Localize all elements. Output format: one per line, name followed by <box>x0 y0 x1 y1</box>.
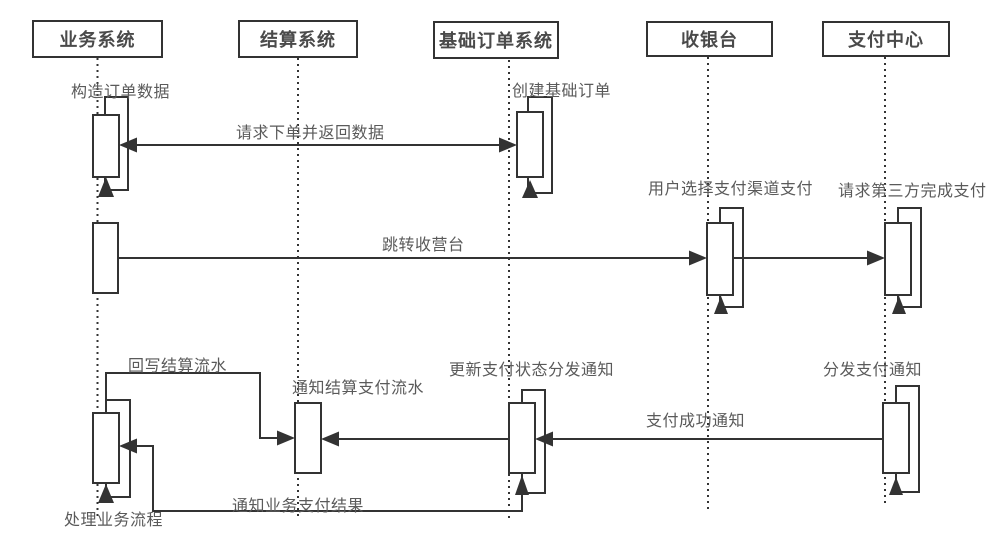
arrow-jump-cashier-head <box>689 250 707 266</box>
arrow-request-order-head-right <box>499 137 517 153</box>
arrow-to-payment-center-head <box>867 250 885 266</box>
return-arrow-request-third <box>892 296 906 314</box>
actor-box-base-order-system: 基础订单系统 <box>433 21 559 59</box>
activation-cashier <box>706 222 734 296</box>
arrow-notify-business-line <box>135 445 523 512</box>
activation-base-order-1 <box>516 111 544 178</box>
label-notify-settlement: 通知结算支付流水 <box>292 380 425 397</box>
label-writeback-settlement: 回写结算流水 <box>128 358 228 375</box>
actor-box-settlement-system: 结算系统 <box>238 20 358 58</box>
label-dispatch-notice: 分发支付通知 <box>823 362 923 379</box>
activation-business-3 <box>92 412 120 484</box>
arrow-notify-settlement-head <box>321 431 339 447</box>
message-arrows <box>105 137 885 512</box>
self-return-arrows <box>98 177 906 503</box>
label-update-status: 更新支付状态分发通知 <box>449 362 615 379</box>
lifelines <box>96 57 886 518</box>
label-request-third-party: 请求第三方完成支付 <box>838 183 987 200</box>
activation-payment-2 <box>882 402 910 474</box>
return-arrow-create-base-order <box>522 180 538 198</box>
actor-box-payment-center: 支付中心 <box>822 21 950 57</box>
label-handle-business: 处理业务流程 <box>64 512 164 529</box>
activation-business-2 <box>92 222 119 294</box>
actor-box-business-system: 业务系统 <box>32 20 163 58</box>
return-arrow-user-select <box>714 296 728 314</box>
label-construct-order: 构造订单数据 <box>71 84 171 101</box>
label-create-base-order: 创建基础订单 <box>512 83 612 100</box>
arrow-request-order-head-left <box>119 137 137 153</box>
label-jump-cashier: 跳转收营台 <box>382 237 465 254</box>
label-payment-success: 支付成功通知 <box>646 413 746 430</box>
label-notify-business: 通知业务支付结果 <box>232 498 365 515</box>
activation-settlement <box>294 402 322 474</box>
return-arrow-dispatch-notice <box>889 477 903 495</box>
arrow-notify-business-head <box>119 438 137 454</box>
activation-bars <box>92 111 912 484</box>
return-arrow-handle-business <box>98 484 114 503</box>
actor-box-cashier: 收银台 <box>646 21 773 57</box>
activation-base-order-2 <box>508 402 536 474</box>
arrow-writeback-settlement-head <box>277 430 295 446</box>
activation-business-1 <box>92 114 120 178</box>
label-user-select-channel: 用户选择支付渠道支付 <box>648 181 814 198</box>
label-request-order: 请求下单并返回数据 <box>236 125 385 142</box>
arrow-writeback-settlement-line <box>105 372 279 439</box>
return-arrow-construct-order <box>98 177 114 197</box>
activation-payment-1 <box>884 222 912 296</box>
arrow-payment-success-head <box>535 431 553 447</box>
return-arrow-update-status <box>515 475 529 495</box>
